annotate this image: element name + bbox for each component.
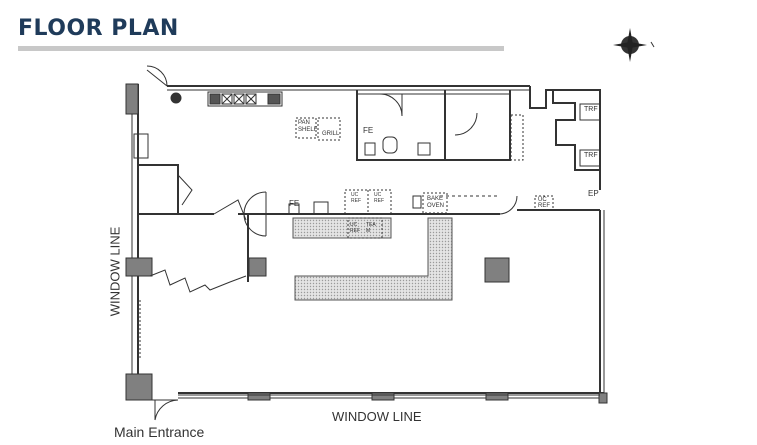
main-entrance-label: Main Entrance bbox=[114, 424, 205, 440]
grill-label: GRILL bbox=[322, 131, 340, 137]
title-underline bbox=[18, 46, 504, 51]
hood-equipment bbox=[133, 91, 341, 159]
window-line-bottom-label: WINDOW LINE bbox=[332, 409, 422, 424]
entrance-door bbox=[146, 65, 179, 421]
restroom-walls bbox=[356, 90, 511, 161]
fe-label-2: FE bbox=[289, 199, 300, 208]
fe-label-1: FE bbox=[363, 126, 374, 135]
window-line-left-label: WINDOW LINE bbox=[107, 226, 123, 317]
ep-label: EP bbox=[588, 189, 599, 198]
trf-label-1: TRF bbox=[584, 106, 598, 113]
restroom-doors bbox=[364, 93, 478, 156]
trf-label-2: TRF bbox=[584, 152, 598, 159]
columns bbox=[125, 83, 608, 404]
page-title: FLOOR PLAN bbox=[18, 16, 179, 41]
interior-doors bbox=[149, 174, 518, 293]
compass-icon bbox=[613, 28, 655, 62]
counters bbox=[292, 217, 453, 301]
equipment-line bbox=[139, 103, 601, 360]
